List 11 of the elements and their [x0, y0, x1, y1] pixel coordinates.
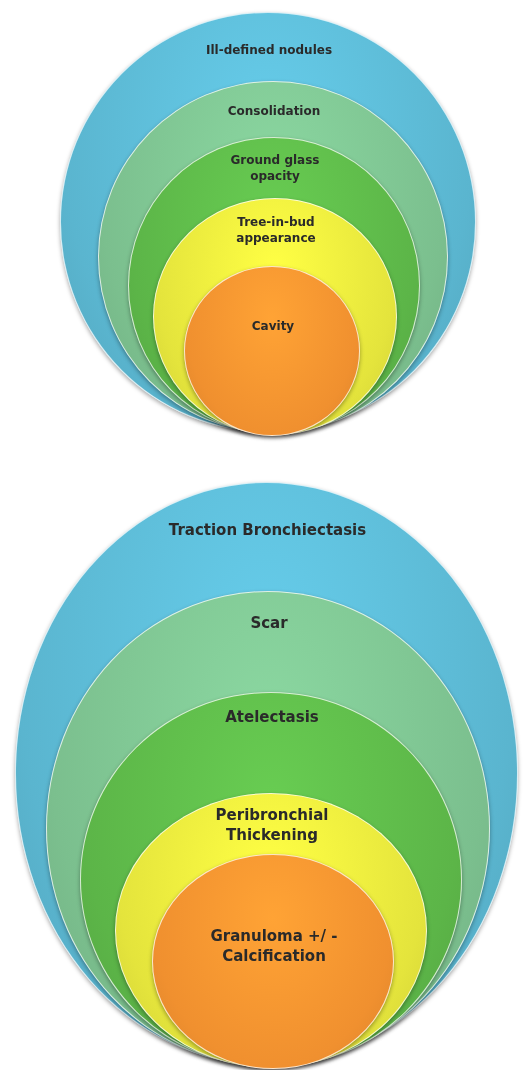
- nested-circle: [184, 266, 360, 436]
- circle-label: Tree-in-bud appearance: [235, 215, 317, 247]
- circle-label: Cavity: [250, 319, 296, 335]
- circle-label: Traction Bronchiectasis: [167, 521, 368, 541]
- circle-label: Ill-defined nodules: [204, 43, 334, 59]
- circle-label: Peribronchial Thickening: [214, 806, 330, 845]
- circle-label: Atelectasis: [224, 708, 320, 728]
- circle-label: Scar: [249, 614, 289, 634]
- circle-label: Consolidation: [226, 104, 322, 120]
- circle-label: Granuloma +/ - Calcification: [209, 927, 339, 966]
- circle-label: Ground glass opacity: [229, 153, 321, 185]
